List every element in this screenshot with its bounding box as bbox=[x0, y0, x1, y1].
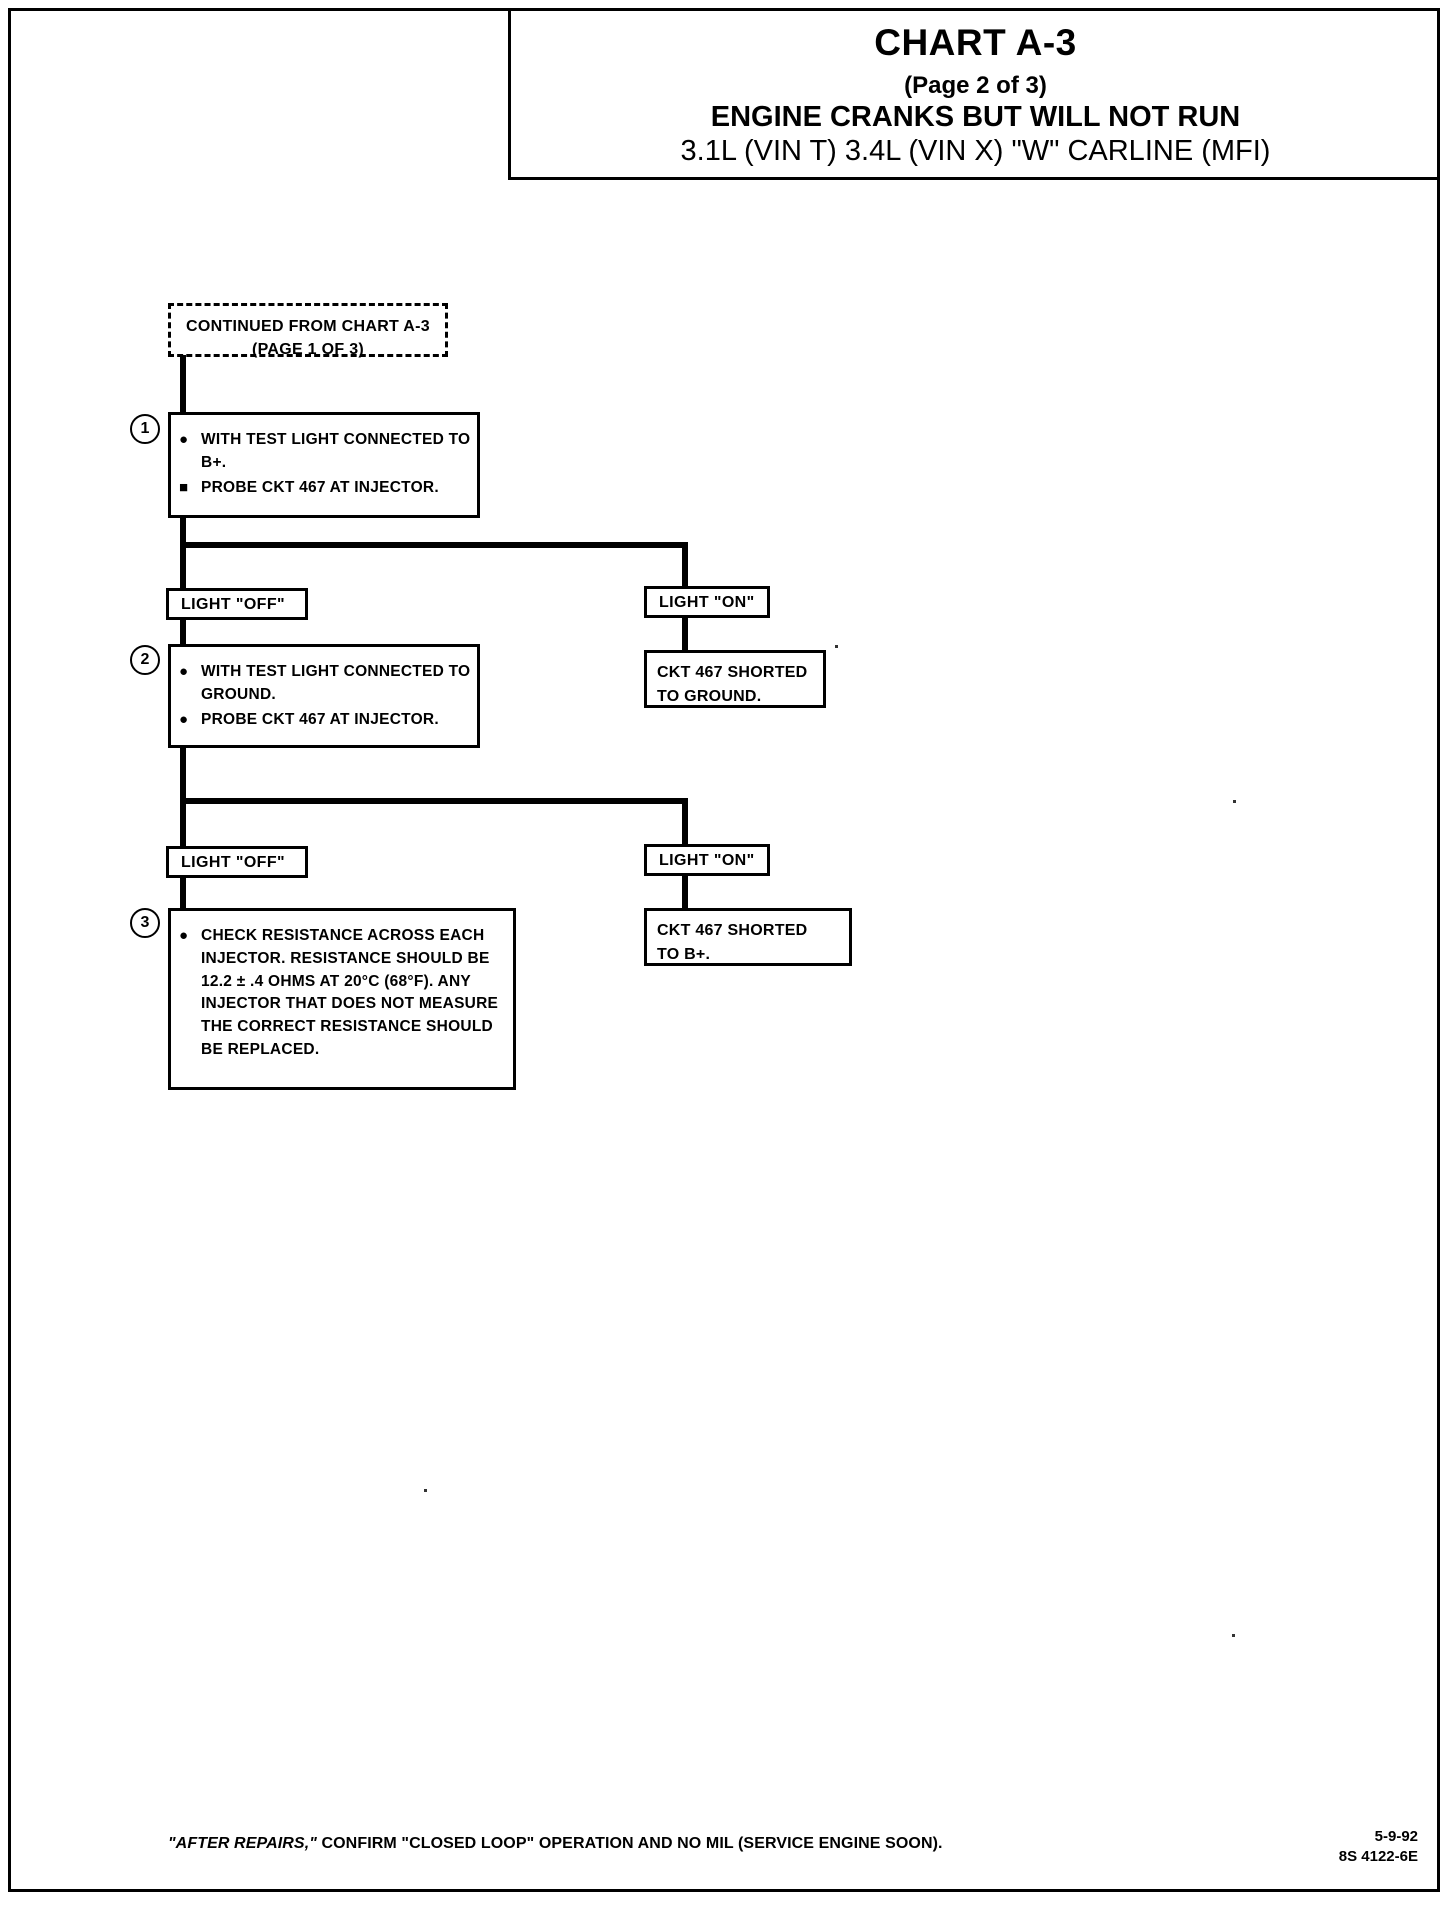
connector-line-2: (PAGE 1 OF 3) bbox=[251, 341, 365, 359]
step-1-box: ● WITH TEST LIGHT CONNECTED TO B+. ■ PRO… bbox=[168, 412, 480, 518]
flow-line-step2-down bbox=[180, 746, 186, 802]
branch-1-light-off-label: LIGHT "OFF" bbox=[166, 588, 308, 620]
bullet-icon: ● bbox=[179, 663, 189, 680]
connector-line-1: CONTINUED FROM CHART A-3 bbox=[186, 318, 430, 335]
page-title: CHART A-3 bbox=[874, 22, 1077, 63]
branch-2-light-on-label: LIGHT "ON" bbox=[644, 844, 770, 876]
step-3-bullet-1: ● CHECK RESISTANCE ACROSS EACH INJECTOR.… bbox=[179, 927, 499, 1058]
step-2-bullet-1: ● WITH TEST LIGHT CONNECTED TO GROUND. bbox=[179, 663, 471, 703]
step-3-box: ● CHECK RESISTANCE ACROSS EACH INJECTOR.… bbox=[168, 908, 516, 1090]
step-number-2: 2 bbox=[130, 645, 160, 675]
step-2-bullet-2: ● PROBE CKT 467 AT INJECTOR. bbox=[171, 709, 477, 732]
branch-2-result-box: CKT 467 SHORTED TO B+. bbox=[644, 908, 852, 966]
connector-from-previous-page: CONTINUED FROM CHART A-3 (PAGE 1 OF 3) bbox=[168, 303, 448, 358]
footer-note: "AFTER REPAIRS," CONFIRM "CLOSED LOOP" O… bbox=[168, 1835, 1048, 1853]
step-2-box: ● WITH TEST LIGHT CONNECTED TO GROUND. ●… bbox=[168, 644, 480, 748]
print-speck bbox=[1232, 1634, 1235, 1637]
step-1-bullet-2: ■ PROBE CKT 467 AT INJECTOR. bbox=[171, 477, 477, 500]
branch-2-light-off-label: LIGHT "OFF" bbox=[166, 846, 308, 878]
bullet-icon: ■ bbox=[179, 478, 189, 496]
branch-1-result-line-2: TO GROUND. bbox=[657, 688, 762, 705]
branch-1-light-on-label: LIGHT "ON" bbox=[644, 586, 770, 618]
flow-line-step1-down bbox=[180, 516, 186, 548]
print-speck bbox=[1233, 800, 1236, 803]
footer-note-emphasis: "AFTER REPAIRS," bbox=[168, 1835, 317, 1852]
chart-carline: 3.1L (VIN T) 3.4L (VIN X) "W" CARLINE (M… bbox=[680, 134, 1271, 167]
branch-1-result-line-1: CKT 467 SHORTED bbox=[657, 664, 808, 681]
bullet-icon: ● bbox=[179, 710, 189, 728]
bullet-icon: ● bbox=[179, 431, 189, 448]
branch-1-result-box: CKT 467 SHORTED TO GROUND. bbox=[644, 650, 826, 708]
flow-line-step1-left-down bbox=[180, 542, 186, 590]
flow-line-branch2-right-to-result bbox=[682, 874, 688, 910]
print-speck bbox=[424, 1489, 427, 1492]
page-border bbox=[8, 8, 1440, 1892]
footer-date: 5-9-92 bbox=[1374, 1828, 1418, 1845]
flow-line-branch1-left-to-step2 bbox=[180, 618, 186, 648]
bullet-icon: ● bbox=[179, 927, 189, 944]
flow-line-step2-split bbox=[180, 798, 688, 804]
flow-line-step1-split bbox=[180, 542, 688, 548]
chart-subtitle: ENGINE CRANKS BUT WILL NOT RUN bbox=[710, 101, 1241, 134]
flow-line-step1-right-down bbox=[682, 542, 688, 590]
step-1-bullet-1: ● WITH TEST LIGHT CONNECTED TO B+. bbox=[179, 431, 471, 471]
flow-line-connector-to-step1 bbox=[180, 355, 186, 415]
branch-2-result-line-2: TO B+. bbox=[657, 946, 711, 963]
footer-document-code: 8S 4122-6E bbox=[1338, 1848, 1418, 1866]
step-number-1: 1 bbox=[130, 414, 160, 444]
flow-line-step2-left-down bbox=[180, 798, 186, 848]
print-speck bbox=[835, 645, 838, 648]
footer-code-block: 5-9-92 8S 4122-6E bbox=[1339, 1827, 1418, 1868]
footer-note-rest: CONFIRM "CLOSED LOOP" OPERATION AND NO M… bbox=[316, 1835, 943, 1852]
flow-line-branch2-left-to-step3 bbox=[180, 876, 186, 910]
flow-line-branch1-right-to-result bbox=[682, 616, 688, 652]
step-number-3: 3 bbox=[130, 908, 160, 938]
title-block: CHART A-3 (Page 2 of 3) ENGINE CRANKS BU… bbox=[508, 8, 1440, 180]
page-number-label: (Page 2 of 3) bbox=[904, 71, 1047, 99]
flow-line-step2-right-down bbox=[682, 798, 688, 848]
branch-2-result-line-1: CKT 467 SHORTED bbox=[657, 922, 808, 939]
